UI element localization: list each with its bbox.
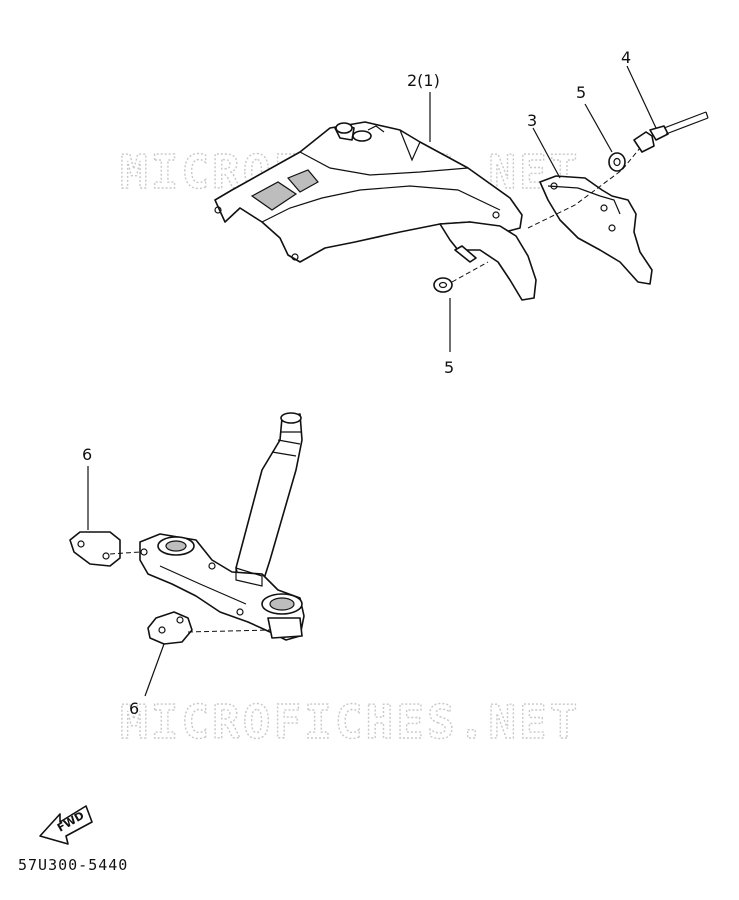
fwd-arrow-icon: FWD [39,805,93,845]
washer-bottom [433,277,453,293]
callout-6-top: 6 [82,445,92,464]
leader-6-bottom [144,643,165,697]
damper-plate-top [69,531,121,567]
callout-3: 3 [527,111,537,130]
callout-4: 4 [621,48,631,67]
callout-6-bottom: 6 [129,699,139,718]
diagram-code: 57U300-5440 [18,856,128,874]
callout-5-bottom: 5 [444,358,454,377]
callout-5-top: 5 [576,83,586,102]
rivet-screw [633,111,709,153]
under-bracket [139,533,305,641]
damper-plate-bottom [147,611,193,645]
assembly-line-6-bottom [187,629,271,633]
assembly-line-top [527,147,641,229]
callout-2-1: 2(1) [407,71,440,90]
assembly-line-6-top [109,551,141,555]
side-bracket [539,175,653,285]
watermark-bottom: MICROFICHES.NET [120,695,580,749]
assembly-line-washer [451,261,489,283]
leader-5-top [584,103,613,153]
steering-stem [235,412,303,586]
leader-3 [532,127,561,179]
cowling-stay-bracket [214,121,537,301]
leader-4 [626,65,657,129]
washer-top [608,152,626,172]
